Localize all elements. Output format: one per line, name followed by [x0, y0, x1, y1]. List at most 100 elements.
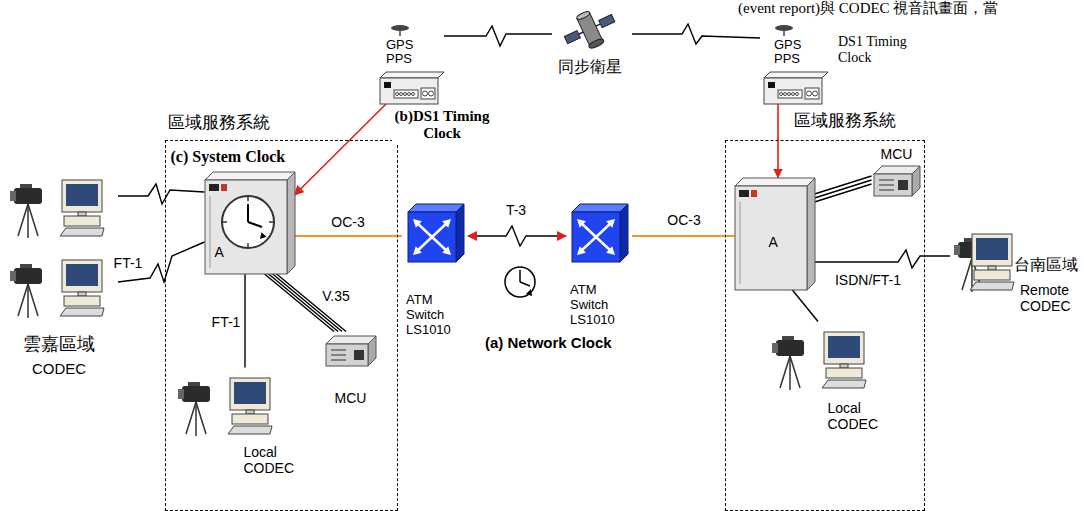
node-label: GPS PPS: [774, 38, 810, 66]
link-label: FT-1: [210, 314, 243, 330]
antenna-pole: [399, 31, 401, 36]
tripod-leg: [28, 284, 38, 316]
chassis-side: [807, 178, 815, 290]
satellite-body: [559, 2, 622, 57]
camera-body: [14, 188, 42, 204]
node-label: A: [769, 234, 778, 250]
keyboard: [60, 308, 104, 316]
text-slot: MCU: [872, 146, 922, 162]
mcu-unit: MCU: [320, 332, 386, 412]
node-label: DS1 Timing Clock: [838, 34, 918, 66]
network-clock-icon: [505, 267, 535, 297]
codec-station: Local CODEC: [172, 368, 302, 480]
note-label: (event report)與 CODEC 視音訊畫面，當: [738, 0, 998, 17]
label-slot: FT-1: [210, 314, 243, 330]
tripod-leg: [780, 356, 790, 388]
monitor-screen: [66, 184, 98, 206]
text-slot: (c) System Clock: [171, 148, 286, 166]
mcu-front: [326, 344, 368, 366]
receiver-display: [768, 82, 775, 88]
tripod-leg: [790, 356, 800, 388]
text-slot: CODEC: [4, 360, 114, 377]
connector: [468, 226, 566, 246]
text-slot: 區域服務系統: [168, 113, 270, 133]
receiver-port-row: [394, 90, 418, 98]
service-region: 區域服務系統(c) System ClockAMCULocal CODEC: [165, 140, 398, 511]
arrow-head: [413, 219, 422, 228]
codec-station: Local CODEC: [766, 322, 888, 434]
antenna-dish: [775, 25, 793, 31]
node-label: Local CODEC: [244, 444, 300, 476]
camera-lens: [772, 343, 778, 353]
monitor-case: [972, 234, 1012, 266]
text-slot: 台南區域: [1014, 256, 1078, 274]
text-slot: 區域服務系統: [794, 111, 896, 131]
tripod-leg: [18, 204, 28, 236]
label-slot: V.35: [320, 288, 352, 304]
camera-body: [14, 268, 42, 284]
computer-base: [64, 296, 100, 306]
link-label: OC-3: [329, 214, 366, 230]
service-region: 區域服務系統AMCULocal CODEC: [725, 140, 925, 511]
heading-label: (c) System Clock: [171, 148, 286, 166]
link-label: T-3: [504, 202, 528, 218]
monitor-neck: [78, 292, 86, 296]
node-label: MCU: [320, 390, 382, 406]
connector: [792, 290, 818, 322]
tripod-leg: [196, 402, 206, 434]
sync-satellite: 同步衛星: [552, 8, 632, 80]
switch-side: [620, 204, 628, 262]
chassis-front: [205, 180, 287, 274]
receiver-port: [780, 93, 783, 96]
satellite-cap: [576, 10, 591, 20]
clock-hand: [248, 222, 262, 227]
switch-front: [408, 212, 456, 262]
monitor-case: [62, 180, 102, 212]
monitor-case: [62, 260, 102, 292]
label-slot: OC-3: [665, 212, 702, 228]
monitor-case: [824, 332, 864, 364]
text-slot: 同步衛星: [552, 58, 628, 76]
receiver-jack: [429, 91, 434, 96]
node-label: 同步衛星: [552, 58, 628, 76]
satellite-dish: [588, 37, 605, 49]
keyboard: [822, 380, 866, 388]
switch-arrow: [416, 222, 448, 252]
chassis-top: [735, 178, 815, 186]
monitor-neck: [78, 212, 86, 216]
label-slot: (b)DS1 Timing Clock: [392, 108, 492, 143]
switch-top: [572, 204, 628, 212]
connector: [444, 26, 552, 46]
connector: [295, 104, 387, 195]
computer-base: [974, 270, 1010, 280]
mcu-vent: [331, 359, 346, 360]
receiver-front: [764, 78, 822, 104]
clock-hand: [247, 204, 249, 222]
receiver-port: [396, 93, 399, 96]
clock-tick: [269, 221, 273, 223]
camera-lens: [10, 271, 16, 281]
mcu-vent: [879, 189, 894, 190]
receiver-top: [764, 72, 828, 78]
note-label: (b)DS1 Timing Clock: [392, 108, 492, 143]
camera-handle: [20, 184, 32, 188]
connector: [632, 24, 760, 44]
chassis-side: [287, 172, 295, 274]
link-label: OC-3: [665, 212, 702, 228]
monitor-case: [230, 378, 270, 410]
node-label: GPS PPS: [386, 38, 422, 66]
mcu-side: [912, 166, 920, 196]
solar-panel: [599, 14, 615, 27]
receiver-port: [404, 93, 407, 96]
status-led: [221, 184, 227, 191]
label-slot: (event report)與 CODEC 視音訊畫面，當: [738, 0, 998, 17]
door-edge: [739, 202, 740, 284]
switch-arrow: [580, 222, 612, 252]
monitor-screen: [828, 336, 860, 358]
solar-panel: [564, 31, 580, 44]
tripod-leg: [27, 284, 29, 318]
